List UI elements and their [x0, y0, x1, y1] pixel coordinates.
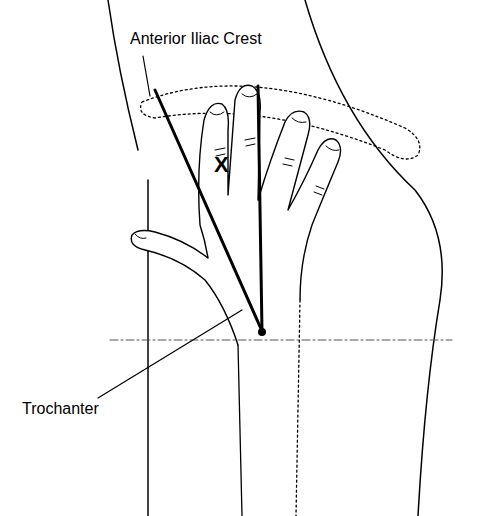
leader-line [98, 310, 242, 398]
angle-line [155, 90, 262, 331]
region-marker: X [214, 152, 229, 177]
fingernail [292, 118, 306, 123]
knuckle-crease [215, 138, 324, 195]
forearm-line [238, 345, 242, 516]
hand-outline [131, 85, 340, 345]
part-label: Anterior Iliac Crest [130, 30, 262, 48]
part-label: Trochanter [22, 400, 99, 418]
buttock-contour [305, 0, 442, 516]
fingernail [326, 146, 339, 151]
fingernail [135, 234, 146, 239]
fingernail [242, 94, 257, 97]
fingernail [210, 112, 224, 115]
leader-line [143, 56, 150, 96]
body-contour [108, 0, 138, 150]
forearm-line [296, 300, 300, 516]
trochanter-point [258, 328, 266, 336]
reference-line [110, 340, 452, 341]
angle-line [258, 86, 262, 331]
